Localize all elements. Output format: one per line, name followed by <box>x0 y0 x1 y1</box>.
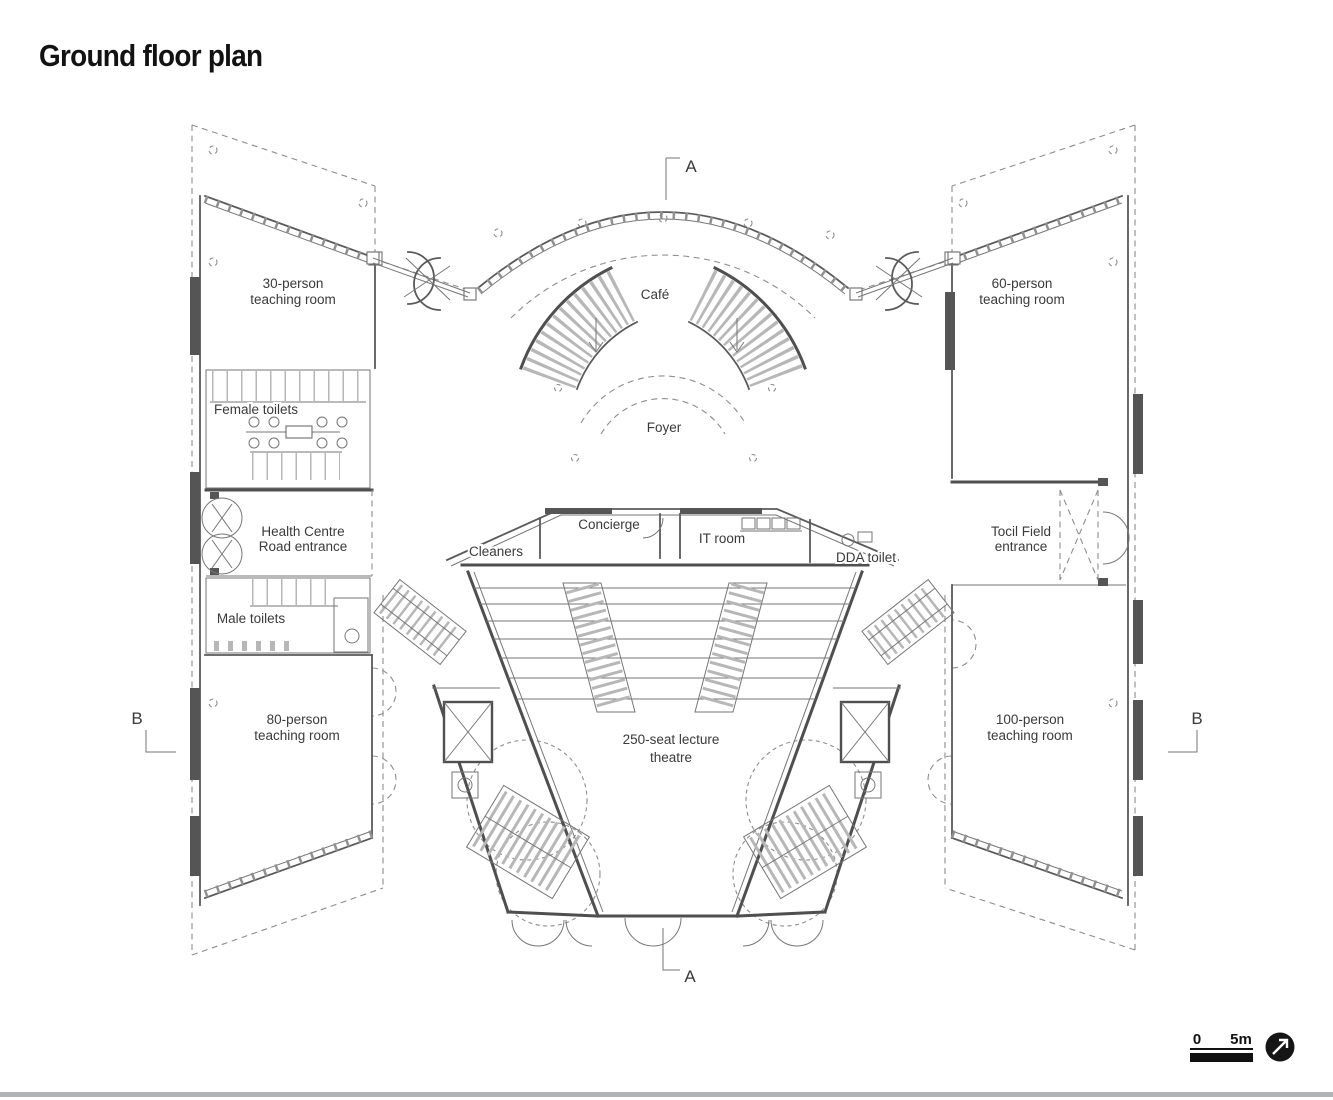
label-tocil-entrance-line2: entrance <box>995 539 1048 554</box>
label-cafe: Café <box>641 287 670 302</box>
label-room-100-line2: teaching room <box>987 728 1073 743</box>
service-band <box>445 508 900 567</box>
label-dda-toilet: DDA toilet <box>836 550 896 565</box>
section-marker-a-top: A <box>685 157 697 176</box>
label-lecture-theatre-line2: theatre <box>650 750 692 765</box>
label-male-toilets: Male toilets <box>217 611 286 626</box>
label-room-30-line1: 30-person <box>263 276 324 291</box>
label-room-60-line1: 60-person <box>992 276 1053 291</box>
section-marker-b-left: B <box>131 709 142 728</box>
label-cleaners: Cleaners <box>469 544 523 559</box>
label-health-entrance-line2: Road entrance <box>259 539 348 554</box>
label-lecture-theatre-line1: 250-seat lecture <box>623 732 720 747</box>
section-marker-b-right: B <box>1191 709 1202 728</box>
label-tocil-entrance-line1: Tocil Field <box>991 524 1051 539</box>
label-room-30-line2: teaching room <box>250 292 336 307</box>
cafe-foyer <box>366 211 961 463</box>
scale-bar-end: 5m <box>1230 1031 1252 1048</box>
left-wing <box>190 145 383 906</box>
label-room-80-line2: teaching room <box>254 728 340 743</box>
right-wing <box>944 145 1143 906</box>
section-marker-a-bottom: A <box>684 967 696 986</box>
label-female-toilets: Female toilets <box>214 402 298 417</box>
page-title: Ground floor plan <box>39 38 263 73</box>
label-room-60-line2: teaching room <box>979 292 1065 307</box>
label-room-80-line1: 80-person <box>267 712 328 727</box>
bridge-stairs <box>373 578 955 666</box>
page-bottom-divider <box>0 1092 1333 1097</box>
label-foyer: Foyer <box>647 420 682 435</box>
label-room-100-line1: 100-person <box>996 712 1064 727</box>
scale-bar-start: 0 <box>1193 1031 1201 1048</box>
arrow-up-right-icon <box>1272 1038 1289 1055</box>
lecture-theatre <box>432 563 901 947</box>
room-labels: 30-person teaching room 60-person teachi… <box>212 274 1075 767</box>
section-markers: A A B B <box>130 156 1204 988</box>
label-concierge: Concierge <box>578 517 640 532</box>
external-link-button[interactable] <box>1265 1032 1295 1062</box>
label-health-entrance-line1: Health Centre <box>261 524 344 539</box>
label-it-room: IT room <box>699 531 745 546</box>
scale-bar: 0 5m <box>1190 1031 1253 1062</box>
